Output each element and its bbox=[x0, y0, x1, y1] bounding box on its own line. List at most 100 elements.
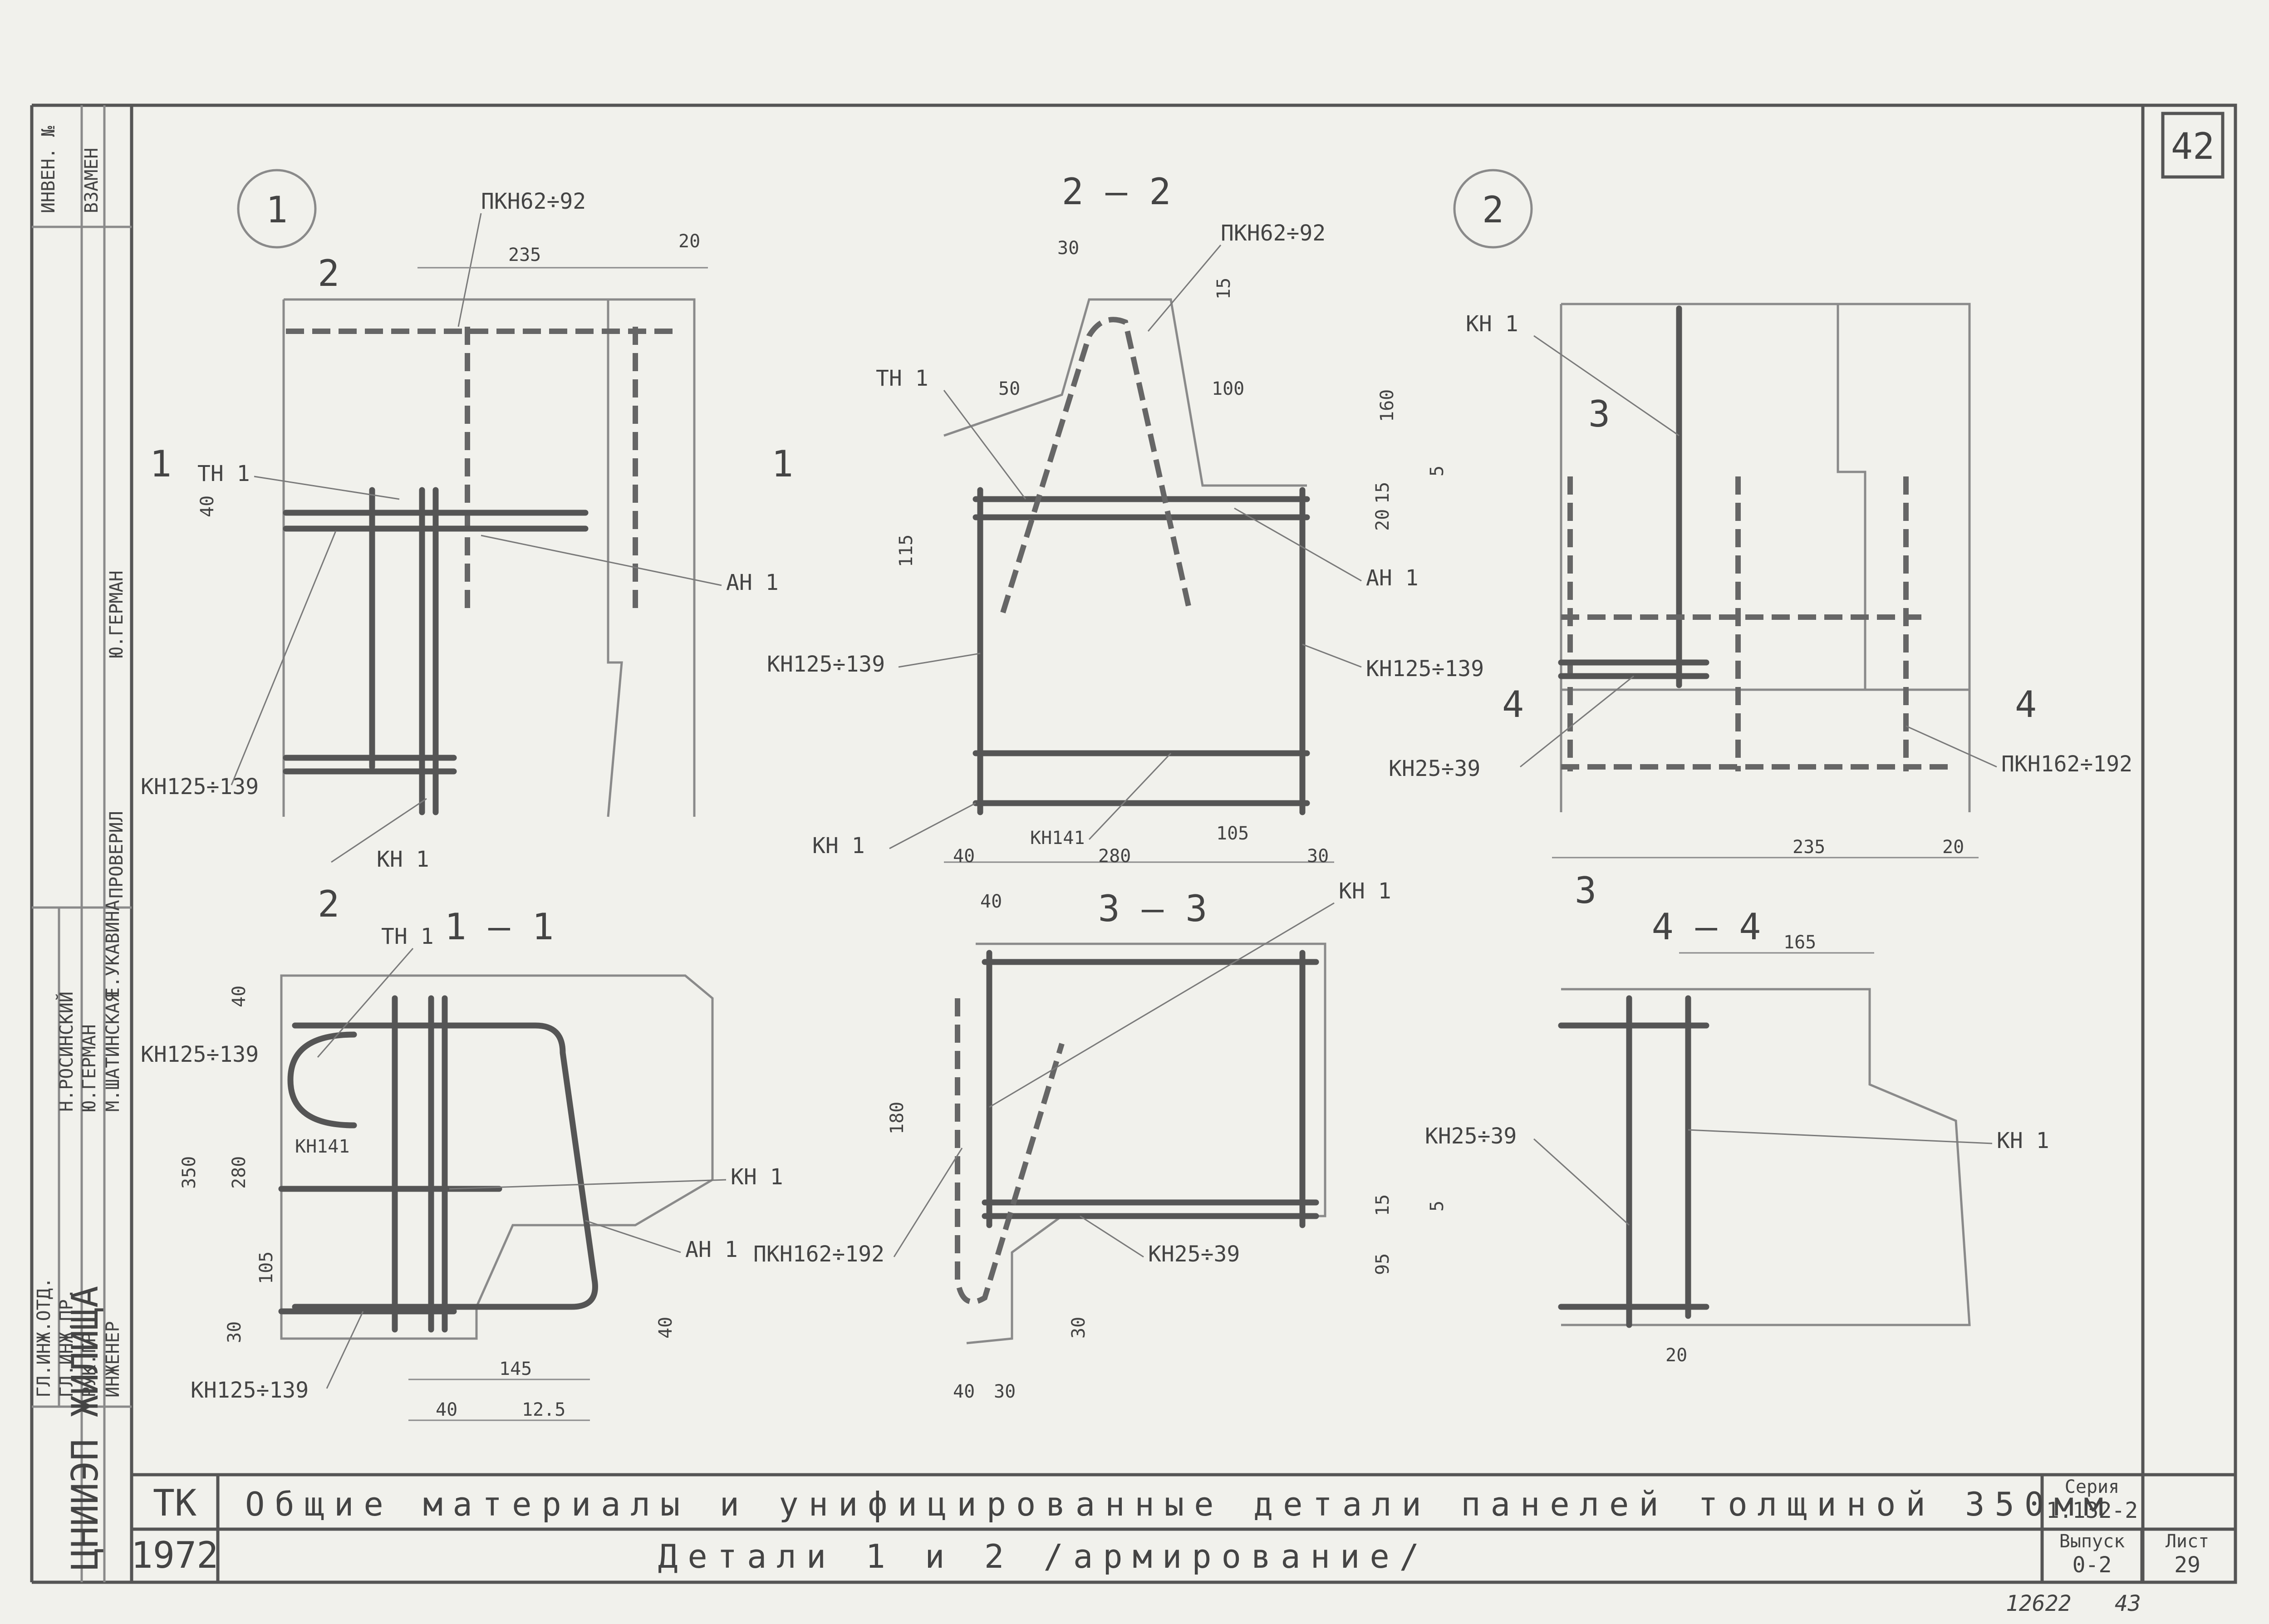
detail-2-number: 2 bbox=[1482, 189, 1504, 231]
detail-2-dim-235: 235 bbox=[1793, 837, 1825, 858]
section-1-1-kn141-label: КН141 bbox=[295, 1136, 349, 1157]
section-2-2-dim-280: 280 bbox=[1098, 846, 1131, 867]
detail-1: 1 ПКН62÷92 235 20 ТН 1 АН 1 КН125÷139 КН… bbox=[141, 169, 793, 925]
detail-2: 2 КН 1 КН25÷39 ПКН162÷192 235 20 3 3 4 4 bbox=[1389, 169, 2132, 912]
section-1-1-title: 1 — 1 bbox=[445, 906, 554, 948]
title-block-series: 1.132-2 bbox=[2046, 1498, 2138, 1523]
detail-1-number: 1 bbox=[266, 189, 288, 231]
section-2-2-dim-115: 115 bbox=[896, 535, 917, 567]
title-block-series-label: Серия bbox=[2065, 1477, 2119, 1497]
section-1-1-dim-40-bottom: 40 bbox=[436, 1399, 457, 1420]
stamp-checked: ПРОВЕРИЛ bbox=[106, 811, 127, 898]
detail-1-dim-20: 20 bbox=[678, 231, 700, 252]
section-2-2-dim-30: 30 bbox=[1307, 846, 1329, 867]
section-2-2-dim-15: 15 bbox=[1213, 278, 1234, 299]
section-1-1-an1-label: АН 1 bbox=[685, 1237, 738, 1262]
section-3-3-dim-95: 95 bbox=[1372, 1253, 1393, 1275]
detail-2-cut-4-right: 4 bbox=[2015, 683, 2037, 726]
section-1-1-tn1-label: ТН 1 bbox=[381, 924, 434, 949]
detail-1-circle bbox=[237, 169, 317, 249]
section-2-2-dim-100: 100 bbox=[1212, 378, 1244, 399]
stamp-inventory: ИНВЕН. № bbox=[38, 126, 59, 213]
detail-2-cut-4-left: 4 bbox=[1502, 683, 1524, 726]
section-3-3-title: 3 — 3 bbox=[1098, 888, 1208, 930]
section-2-2-dim-160: 160 bbox=[1377, 389, 1398, 422]
detail-1-kn125-label: КН125÷139 bbox=[141, 774, 259, 800]
section-3-3-outline bbox=[966, 942, 1326, 1344]
detail-2-circle bbox=[1453, 169, 1533, 249]
detail-2-kn25-label: КН25÷39 bbox=[1389, 756, 1480, 781]
section-1-1-dim-105: 105 bbox=[256, 1251, 277, 1284]
section-3-3-dim-5: 5 bbox=[1427, 1201, 1448, 1212]
section-4-4-kn1-label: КН 1 bbox=[1997, 1128, 2049, 1153]
section-2-2-tn1-label: ТН 1 bbox=[876, 366, 928, 391]
section-1-1-kn125-bottom: КН125÷139 bbox=[191, 1378, 309, 1403]
section-2-2-kn141-label: КН141 bbox=[1030, 828, 1085, 849]
section-4-4-title: 4 — 4 bbox=[1652, 906, 1761, 948]
stamp-checker-name: Ю.ГЕРМАН bbox=[106, 570, 127, 658]
section-2-2-pkn62-label: ПКН62÷92 bbox=[1221, 221, 1326, 246]
title-block-title: Общие материалы и унифицированные детали… bbox=[245, 1485, 2113, 1523]
section-2-2-dim-5: 5 bbox=[1427, 466, 1448, 476]
sheet-number-box bbox=[2161, 112, 2225, 179]
stamp-role-1: ГЛ.ИНЖ.ПР. bbox=[56, 1288, 77, 1398]
title-block-subtitle: Детали 1 и 2 /армирование/ bbox=[658, 1537, 1429, 1575]
section-1-1-kn125-top: КН125÷139 bbox=[141, 1042, 259, 1067]
detail-2-cut-3-top: 3 bbox=[1588, 393, 1610, 435]
section-4-4-dim-20: 20 bbox=[1665, 1345, 1687, 1366]
title-block-code: ТК bbox=[153, 1482, 196, 1524]
section-3-3-dim-30-right: 30 bbox=[1068, 1317, 1089, 1339]
title-block-issue-label: Выпуск bbox=[2059, 1531, 2125, 1552]
detail-2-outline bbox=[1560, 303, 1971, 812]
section-1-1-kn1-label: КН 1 bbox=[731, 1164, 783, 1190]
detail-1-cut-1-left: 1 bbox=[150, 443, 172, 485]
section-1-1: 1 — 1 КН125÷139 ТН 1 КН141 КН 1 АН 1 КН1… bbox=[141, 906, 783, 1421]
section-2-2-dim-20-right: 20 bbox=[1372, 509, 1393, 531]
handwritten-number-1: 12622 bbox=[2006, 1591, 2072, 1616]
section-2-2-dim-15-right: 15 bbox=[1372, 482, 1393, 504]
detail-1-cut-1-right: 1 bbox=[771, 443, 793, 485]
section-4-4: 4 — 4 165 КН25÷39 КН 1 20 bbox=[1425, 906, 2049, 1366]
section-3-3: 3 — 3 КН 1 ПКН162÷192 КН25÷39 40 180 95 … bbox=[753, 878, 1448, 1402]
left-stamp: ИНВЕН. № ВЗАМЕН ЦНИИЭП ЖИЛИЩА ПРОВЕРИЛ Ю… bbox=[32, 105, 132, 1582]
section-3-3-pkn162-label: ПКН162÷192 bbox=[753, 1241, 884, 1267]
title-block-sheet-label: Лист bbox=[2166, 1531, 2209, 1552]
detail-2-dim-20: 20 bbox=[1942, 837, 1964, 858]
outer-frame bbox=[130, 103, 2237, 1584]
stamp-name-3: Е.УКАВИНА bbox=[103, 900, 123, 998]
detail-2-kn1-label: КН 1 bbox=[1466, 311, 1518, 337]
section-1-1-dim-40: 40 bbox=[229, 986, 250, 1007]
detail-1-pkn62-label: ПКН62÷92 bbox=[481, 189, 586, 214]
section-2-2-dim-50: 50 bbox=[998, 378, 1020, 399]
detail-2-pkn162-label: ПКН162÷192 bbox=[2001, 751, 2132, 777]
section-1-1-dim-350: 350 bbox=[179, 1156, 200, 1189]
stamp-role-3: ИНЖЕНЕР bbox=[103, 1321, 123, 1398]
title-block-issue: 0-2 bbox=[2073, 1552, 2112, 1578]
section-1-1-outline bbox=[280, 974, 714, 1340]
section-2-2-dim-105: 105 bbox=[1216, 823, 1249, 844]
detail-1-tn1-label: ТН 1 bbox=[197, 461, 250, 486]
section-2-2-an1-label: АН 1 bbox=[1366, 565, 1419, 591]
detail-1-an1-label: АН 1 bbox=[726, 570, 779, 595]
section-2-2-dim-40: 40 bbox=[953, 846, 975, 867]
section-3-3-kn25-label: КН25÷39 bbox=[1148, 1241, 1240, 1267]
section-1-1-dim-30: 30 bbox=[224, 1321, 245, 1343]
section-4-4-dim-165: 165 bbox=[1783, 932, 1816, 953]
section-1-1-dim-145: 145 bbox=[499, 1359, 532, 1379]
section-3-3-dim-15: 15 bbox=[1372, 1194, 1393, 1216]
section-1-1-dim-280: 280 bbox=[229, 1156, 250, 1189]
section-4-4-kn25-label: КН25÷39 bbox=[1425, 1124, 1517, 1149]
stamp-org: ЦНИИЭП ЖИЛИЩА bbox=[64, 1286, 106, 1570]
stamp-role-2: РУК.ГР. bbox=[79, 1321, 100, 1398]
section-2-2-outline bbox=[943, 298, 1307, 487]
section-3-3-dim-30-bottom: 30 bbox=[994, 1381, 1016, 1402]
detail-1-kn1-label: КН 1 bbox=[377, 847, 429, 872]
section-1-1-dim-12-5: 12.5 bbox=[522, 1399, 565, 1420]
section-2-2-kn125-right: КН125÷139 bbox=[1366, 656, 1484, 682]
section-3-3-dim-180: 180 bbox=[887, 1102, 908, 1134]
section-3-3-dim-40-top: 40 bbox=[980, 891, 1002, 912]
handwritten-number-2: 43 bbox=[2115, 1591, 2141, 1616]
detail-1-dim-40: 40 bbox=[197, 496, 218, 517]
detail-1-cut-2-bottom: 2 bbox=[318, 883, 339, 925]
